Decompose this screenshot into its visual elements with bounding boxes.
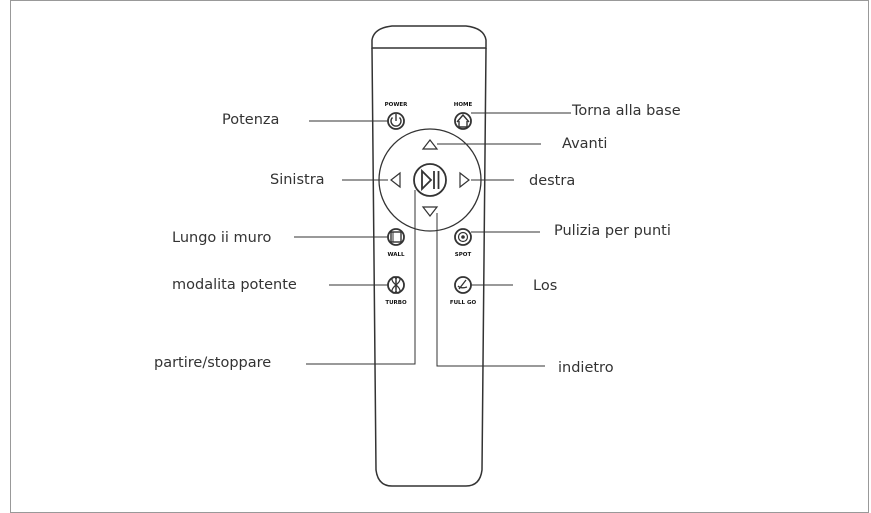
full-go-button[interactable]: FULL GO (450, 276, 477, 306)
page-border (10, 0, 869, 513)
power-icon (390, 117, 402, 127)
turbo-button[interactable]: TURBO (385, 276, 407, 306)
label-lungo-il-muro: Lungo ii muro (172, 230, 272, 246)
full-go-caption: FULL GO (450, 300, 477, 306)
power-button[interactable]: POWER (385, 102, 409, 130)
home-caption: HOME (454, 102, 473, 108)
play-icon (421, 168, 433, 192)
sweep-icon (457, 279, 468, 290)
power-caption: POWER (385, 102, 409, 108)
leader-indietro (436, 213, 545, 367)
label-pulizia-per-punti: Pulizia per punti (554, 223, 671, 239)
label-los: Los (533, 278, 558, 294)
label-torna-alla-base: Torna alla base (572, 103, 681, 119)
right-arrow-icon[interactable] (459, 171, 470, 189)
spot-caption: SPOT (455, 252, 472, 258)
label-modalita-potente: modalita potente (172, 277, 297, 293)
play-pause-button[interactable] (413, 163, 447, 197)
label-indietro: indietro (558, 360, 614, 376)
turbo-caption: TURBO (385, 300, 407, 306)
label-destra: destra (529, 173, 576, 189)
wall-button[interactable]: WALL (387, 228, 405, 258)
home-icon (456, 113, 470, 128)
label-sinistra: Sinistra (270, 172, 325, 188)
label-potenza: Potenza (222, 112, 280, 128)
leader-partire-stoppare (306, 190, 416, 365)
wall-icon (390, 231, 402, 243)
up-arrow-icon[interactable] (421, 139, 439, 150)
remote-body (371, 25, 487, 487)
spot-icon (457, 231, 469, 243)
left-arrow-icon[interactable] (390, 171, 401, 189)
label-avanti: Avanti (562, 136, 608, 152)
fan-icon (391, 276, 401, 294)
leader-lines (294, 112, 571, 367)
wall-caption: WALL (387, 252, 405, 258)
label-partire-stoppare: partire/stoppare (154, 355, 272, 371)
spot-button[interactable]: SPOT (454, 228, 472, 258)
home-button[interactable]: HOME (454, 102, 473, 130)
down-arrow-icon[interactable] (421, 206, 439, 217)
